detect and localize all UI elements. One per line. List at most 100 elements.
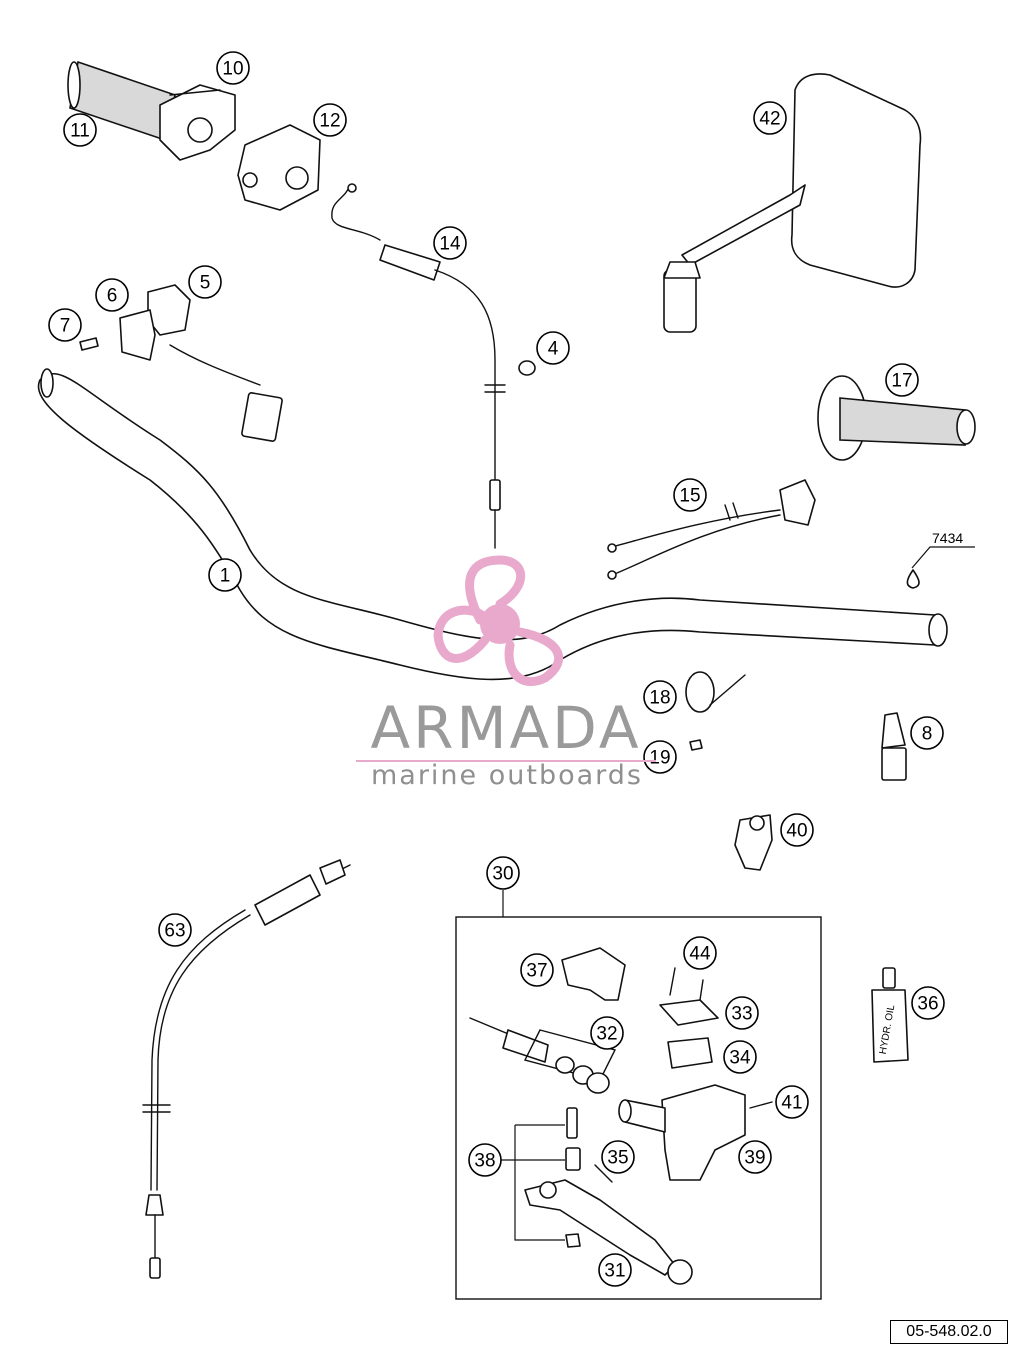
callout-30: 30 [486, 856, 520, 890]
callout-circle [723, 1040, 757, 1074]
callout-number: 15 [679, 486, 700, 507]
callout-circle [910, 716, 944, 750]
oil-bottle: HYDR. OIL [871, 967, 909, 1063]
callout-circle [48, 308, 82, 342]
callout-circle [911, 986, 945, 1020]
callout-circle [598, 1253, 632, 1287]
callout-number: 5 [200, 273, 211, 294]
callout-circle [188, 265, 222, 299]
callout-number: 6 [107, 286, 118, 307]
callout-8: 8 [910, 716, 944, 750]
mirror-clamp [734, 814, 773, 871]
callout-number: 37 [526, 961, 547, 982]
callout-5: 5 [188, 265, 222, 299]
callout-circle [683, 936, 717, 970]
callout-number: 18 [649, 688, 670, 709]
callout-circle [775, 1085, 809, 1119]
callout-number: 34 [729, 1048, 751, 1069]
callout-number: 17 [891, 371, 912, 392]
start-button [607, 479, 816, 580]
callout-number: 14 [439, 234, 461, 255]
callout-18: 18 [643, 680, 677, 714]
callout-circle [486, 856, 520, 890]
callout-circle [313, 103, 347, 137]
callout-number: 8 [922, 724, 933, 745]
callout-circle [590, 1016, 624, 1050]
throttle-housing [159, 84, 236, 161]
callout-35: 35 [601, 1140, 635, 1174]
callout-number: 63 [164, 921, 185, 942]
callout-10: 10 [216, 51, 250, 85]
grease-marker: 7434 [906, 530, 975, 589]
callout-7: 7 [48, 308, 82, 342]
callout-17: 17 [885, 363, 919, 397]
callout-number: 35 [607, 1148, 628, 1169]
callout-circle [725, 996, 759, 1030]
switch-housing [237, 124, 321, 211]
callout-19: 19 [643, 740, 677, 774]
callout-circle [780, 813, 814, 847]
callout-circle [208, 558, 242, 592]
callout-40: 40 [780, 813, 814, 847]
callout-circle [673, 478, 707, 512]
clutch-hose [142, 859, 351, 1279]
callout-31: 31 [598, 1253, 632, 1287]
callout-circle [95, 278, 129, 312]
brand-divider [356, 760, 656, 762]
callout-number: 40 [786, 821, 807, 842]
callout-32: 32 [590, 1016, 624, 1050]
callout-number: 39 [744, 1148, 765, 1169]
callout-39: 39 [738, 1140, 772, 1174]
callout-number: 32 [596, 1024, 617, 1045]
callout-34: 34 [723, 1040, 757, 1074]
callout-number: 33 [731, 1004, 752, 1025]
callout-number: 38 [474, 1151, 495, 1172]
callout-circle [468, 1143, 502, 1177]
callout-number: 42 [759, 109, 780, 130]
callout-number: 1 [220, 566, 231, 587]
callout-number: 10 [222, 59, 243, 80]
callout-number: 36 [917, 994, 938, 1015]
armada-logo-icon [433, 555, 564, 687]
reference-number: 05-548.02.0 [890, 1320, 1008, 1344]
brand-name: ARMADA [370, 694, 642, 762]
callout-circle [738, 1140, 772, 1174]
callout-circle [643, 680, 677, 714]
grease-tube [881, 712, 907, 781]
callout-63: 63 [158, 913, 192, 947]
right-grip [817, 375, 976, 461]
callout-37: 37 [520, 953, 554, 987]
callout-38: 38 [468, 1143, 502, 1177]
callout-circle [601, 1140, 635, 1174]
callout-14: 14 [433, 226, 467, 260]
callout-number: 11 [70, 121, 90, 142]
choke-cable [331, 183, 536, 549]
callout-circle [63, 113, 97, 147]
master-cylinder-parts [469, 947, 773, 1285]
callout-circle [885, 363, 919, 397]
callout-36: 36 [911, 986, 945, 1020]
callout-circle [216, 51, 250, 85]
callout-11: 11 [63, 113, 97, 147]
callout-44: 44 [683, 936, 717, 970]
callout-circle [520, 953, 554, 987]
callout-4: 4 [536, 331, 570, 365]
callout-number: 4 [548, 339, 559, 360]
callout-number: 30 [492, 864, 513, 885]
brand-tagline: marine outboards [370, 760, 643, 791]
master-cylinder-group [455, 890, 822, 1300]
callout-33: 33 [725, 996, 759, 1030]
callout-number: 12 [319, 111, 340, 132]
callout-circle [536, 331, 570, 365]
callout-circle [433, 226, 467, 260]
callout-number: 41 [781, 1093, 802, 1114]
cable-tie [685, 671, 746, 751]
kill-switch [79, 284, 283, 442]
callout-number: 19 [649, 748, 670, 769]
callout-circle [158, 913, 192, 947]
grease-label: 7434 [932, 530, 963, 546]
callout-number: 44 [689, 944, 711, 965]
callout-6: 6 [95, 278, 129, 312]
